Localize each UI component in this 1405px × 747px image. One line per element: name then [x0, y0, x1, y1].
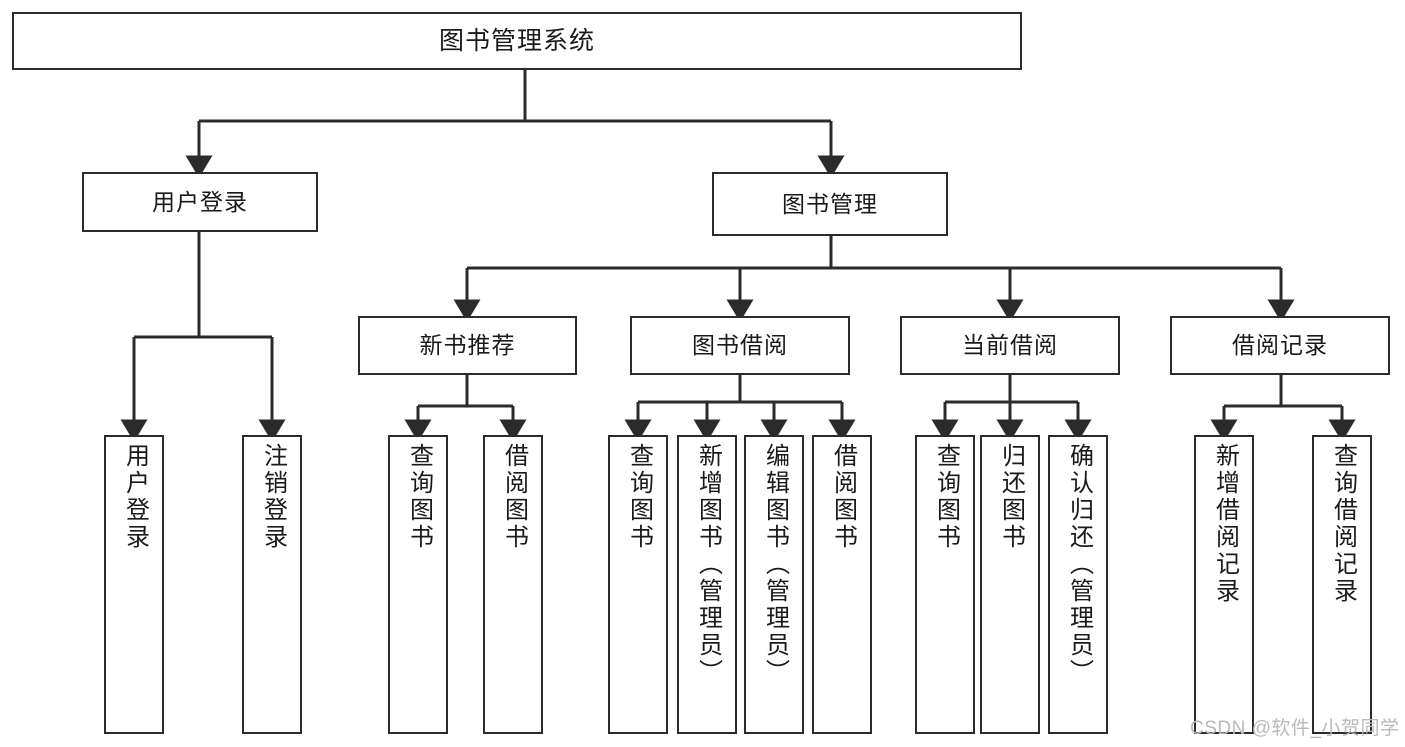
leaf-current-confirm-return-admin[interactable]: 确认归还（管理员）	[1048, 435, 1108, 734]
node-label: 新增图书（管理员）	[694, 443, 722, 686]
leaf-recommend-query-book[interactable]: 查询图书	[388, 435, 448, 734]
leaf-borrow-edit-book-admin[interactable]: 编辑图书（管理员）	[744, 435, 804, 734]
leaf-borrow-query-book[interactable]: 查询图书	[608, 435, 668, 734]
node-user-login[interactable]: 用户登录	[82, 172, 318, 232]
node-label: 查询图书	[932, 443, 960, 551]
node-label: 确认归还（管理员）	[1065, 443, 1093, 686]
leaf-borrow-borrow-book[interactable]: 借阅图书	[812, 435, 872, 734]
node-label: 借阅图书	[500, 443, 528, 551]
leaf-user-login-logout[interactable]: 注销登录	[242, 435, 302, 734]
leaf-current-return-book[interactable]: 归还图书	[980, 435, 1040, 734]
node-label: 归还图书	[997, 443, 1025, 551]
node-label: 查询借阅记录	[1329, 443, 1357, 605]
node-borrow-records[interactable]: 借阅记录	[1170, 316, 1390, 375]
node-label: 图书管理系统	[438, 26, 595, 55]
csdn-watermark: CSDN @软件_小贺同学	[1190, 718, 1400, 739]
node-root-system[interactable]: 图书管理系统	[12, 12, 1022, 70]
node-label: 图书借阅	[692, 332, 788, 359]
node-book-management[interactable]: 图书管理	[712, 172, 948, 236]
node-label: 用户登录	[121, 443, 149, 551]
leaf-borrow-add-book-admin[interactable]: 新增图书（管理员）	[677, 435, 737, 734]
node-label: 编辑图书（管理员）	[761, 443, 789, 686]
node-label: 图书管理	[782, 190, 878, 217]
leaf-recommend-borrow-book[interactable]: 借阅图书	[483, 435, 543, 734]
leaf-records-add-record[interactable]: 新增借阅记录	[1194, 435, 1254, 734]
node-label: 借阅图书	[829, 443, 857, 551]
node-label: 查询图书	[625, 443, 653, 551]
node-label: 借阅记录	[1232, 332, 1328, 359]
node-label: 查询图书	[405, 443, 433, 551]
node-book-borrow[interactable]: 图书借阅	[630, 316, 850, 375]
node-label: 注销登录	[259, 443, 287, 551]
leaf-user-login-login[interactable]: 用户登录	[104, 435, 164, 734]
leaf-records-query-record[interactable]: 查询借阅记录	[1312, 435, 1372, 734]
node-new-book-recommend[interactable]: 新书推荐	[358, 316, 577, 375]
node-label: 用户登录	[152, 188, 248, 215]
node-label: 当前借阅	[962, 332, 1058, 359]
node-current-borrow[interactable]: 当前借阅	[900, 316, 1120, 375]
node-label: 新增借阅记录	[1211, 443, 1239, 605]
node-label: 新书推荐	[419, 332, 516, 359]
leaf-current-query-book[interactable]: 查询图书	[915, 435, 975, 734]
